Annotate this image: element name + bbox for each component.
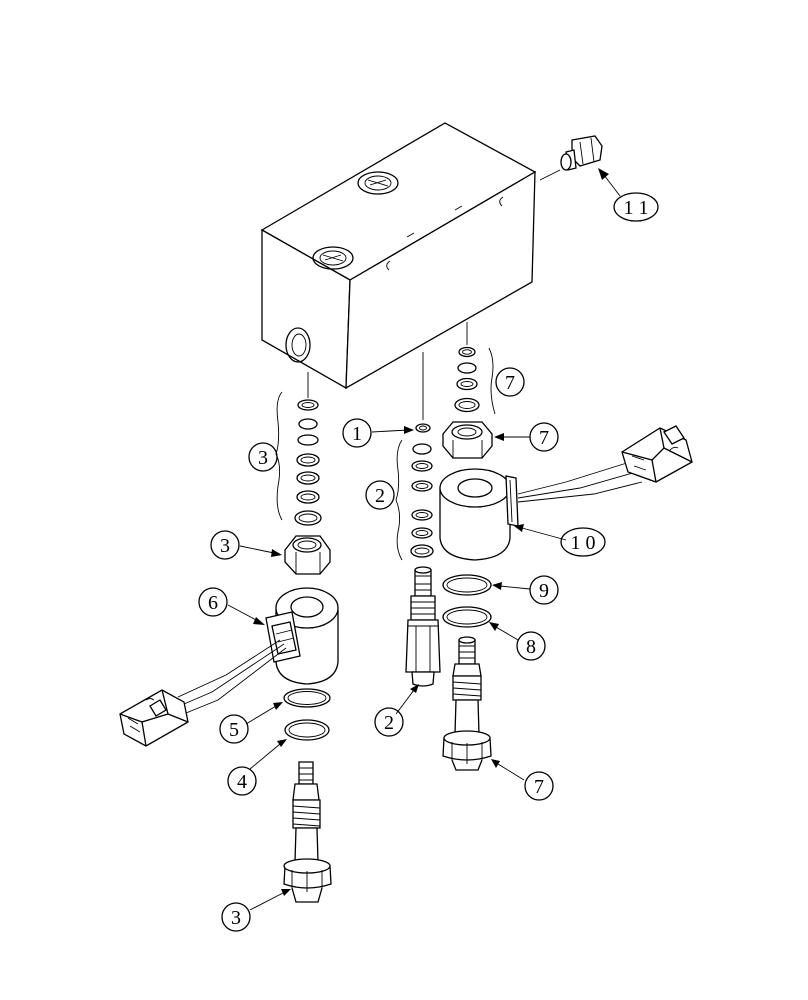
callout-5: 5: [219, 714, 249, 744]
callout-8: 8: [516, 631, 546, 661]
svg-text:1 1: 1 1: [624, 197, 649, 219]
svg-text:5: 5: [229, 719, 239, 741]
top-port-rear: [357, 171, 399, 195]
callout-9: 9: [529, 575, 559, 605]
top-port-front: [312, 246, 354, 270]
callout-10: 1 0: [560, 527, 606, 557]
cartridge-valve-left: [283, 761, 332, 903]
seal-1: [415, 423, 431, 433]
callout-2-valve: 2: [374, 707, 404, 737]
cartridge-valve-middle: [405, 566, 441, 687]
callout-1: 1: [342, 418, 372, 448]
o-ring-9: [442, 574, 492, 596]
callout-4: 4: [227, 766, 257, 796]
callout-3-seals: 3: [248, 442, 278, 472]
leader-lines: [227, 168, 621, 911]
o-ring-4: [284, 719, 330, 741]
seal-stack-middle: [395, 439, 434, 561]
cartridge-valve-right: [442, 636, 492, 771]
svg-text:7: 7: [505, 372, 515, 394]
seal-stack-right: [454, 346, 496, 415]
svg-text:7: 7: [539, 427, 549, 449]
manifold-block: [260, 122, 537, 390]
nut-right: [442, 421, 493, 459]
solenoid-coil-left: [119, 587, 339, 747]
svg-text:2: 2: [384, 712, 394, 734]
o-ring-5: [283, 688, 331, 708]
svg-text:6: 6: [208, 592, 218, 614]
svg-text:3: 3: [258, 447, 268, 469]
front-port: [285, 327, 311, 363]
svg-text:2: 2: [375, 485, 385, 507]
callout-7-nut: 7: [529, 422, 559, 452]
callout-2-seals: 2: [365, 480, 395, 510]
svg-text:1 0: 1 0: [571, 532, 596, 554]
o-ring-8: [442, 606, 492, 628]
svg-text:1: 1: [352, 423, 362, 445]
svg-text:3: 3: [231, 907, 241, 929]
callout-6: 6: [198, 587, 228, 617]
svg-text:4: 4: [237, 771, 247, 793]
svg-text:7: 7: [534, 776, 544, 798]
callout-7-valve: 7: [524, 771, 554, 801]
nut-left: [284, 535, 331, 575]
plug-fitting: [539, 135, 603, 181]
callout-11: 1 1: [613, 192, 659, 222]
svg-text:3: 3: [220, 535, 230, 557]
callout-3-valve: 3: [221, 902, 251, 932]
svg-text:8: 8: [526, 636, 536, 658]
callout-7-top: 7: [495, 367, 525, 397]
callout-3-nut: 3: [210, 530, 240, 560]
seal-stack-left: [275, 391, 322, 526]
solenoid-coil-right: [439, 425, 693, 561]
svg-text:9: 9: [539, 580, 549, 602]
